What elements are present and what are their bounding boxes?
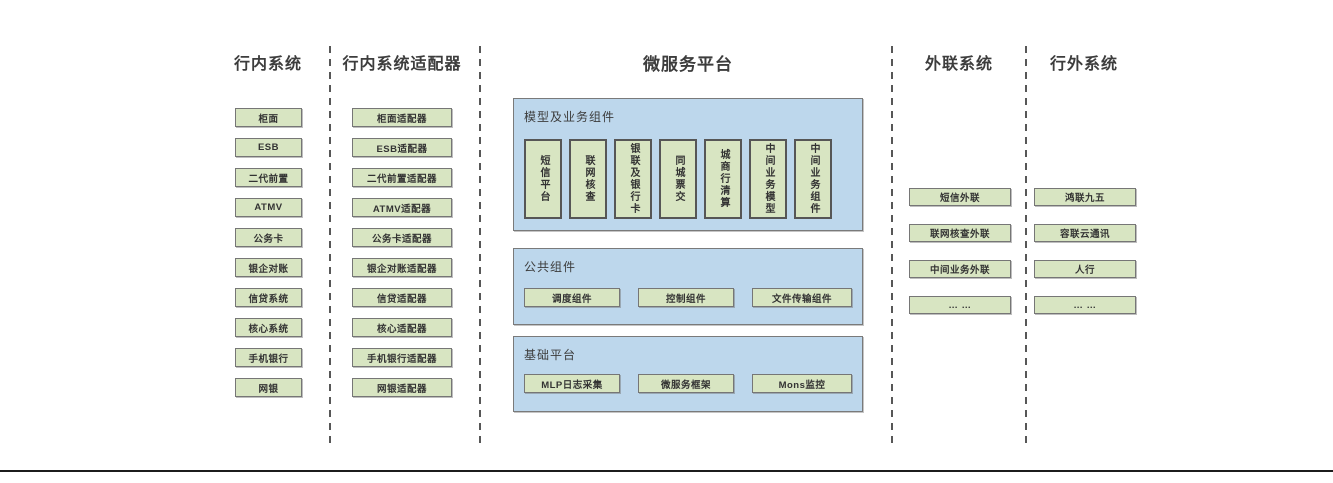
panel-base-platform: 基础平台 MLP日志采集 微服务框架 Mons监控 [513, 336, 863, 412]
external-box: 中间业务外联 [909, 260, 1011, 278]
divider-3 [891, 46, 893, 443]
header-inbank-systems: 行内系统 [233, 56, 302, 73]
external-box: 联网核查外联 [909, 224, 1011, 242]
divider-4 [1025, 46, 1027, 443]
component-box: 短信平台 [524, 139, 562, 219]
outside-box: 鸿联九五 [1034, 188, 1136, 206]
divider-2 [479, 46, 481, 443]
component-box: 中间业务模型 [749, 139, 787, 219]
panel-label: 基础平台 [524, 348, 577, 362]
system-box: 核心系统 [235, 318, 302, 337]
header-outside-systems: 行外系统 [1049, 56, 1118, 73]
base-platform-row: MLP日志采集 微服务框架 Mons监控 [524, 374, 852, 393]
adapter-box: 信贷适配器 [352, 288, 452, 307]
system-box: 公务卡 [235, 228, 302, 247]
panel-label: 公共组件 [524, 260, 577, 274]
adapter-box: 公务卡适配器 [352, 228, 452, 247]
adapter-box: ATMV适配器 [352, 198, 452, 217]
bottom-rule [0, 470, 1333, 472]
component-box: MLP日志采集 [524, 374, 620, 393]
outside-systems-column: 鸿联九五 容联云通讯 人行 … … [1034, 188, 1136, 332]
outside-box: 人行 [1034, 260, 1136, 278]
adapter-box: 二代前置适配器 [352, 168, 452, 187]
component-box: Mons监控 [752, 374, 852, 393]
component-box: 控制组件 [638, 288, 734, 307]
adapter-box: 柜面适配器 [352, 108, 452, 127]
system-box: ESB [235, 138, 302, 157]
inbank-adapters-column: 柜面适配器 ESB适配器 二代前置适配器 ATMV适配器 公务卡适配器 银企对账… [352, 108, 452, 408]
adapter-box: ESB适配器 [352, 138, 452, 157]
adapter-box: 网银适配器 [352, 378, 452, 397]
system-box: 银企对账 [235, 258, 302, 277]
panel-model-business-components: 模型及业务组件 短信平台 联网核查 银联及银行卡 同城票交 城商行清算 中间业务… [513, 98, 863, 231]
component-box: 调度组件 [524, 288, 620, 307]
adapter-box: 核心适配器 [352, 318, 452, 337]
external-box: 短信外联 [909, 188, 1011, 206]
adapter-box: 手机银行适配器 [352, 348, 452, 367]
header-external-systems: 外联系统 [924, 56, 993, 73]
common-components-row: 调度组件 控制组件 文件传输组件 [524, 288, 852, 307]
system-box: 手机银行 [235, 348, 302, 367]
external-systems-column: 短信外联 联网核查外联 中间业务外联 … … [909, 188, 1011, 332]
panel-label: 模型及业务组件 [524, 110, 616, 124]
component-box: 银联及银行卡 [614, 139, 652, 219]
panel-common-components: 公共组件 调度组件 控制组件 文件传输组件 [513, 248, 863, 325]
component-box: 文件传输组件 [752, 288, 852, 307]
system-box: ATMV [235, 198, 302, 217]
adapter-box: 银企对账适配器 [352, 258, 452, 277]
system-box: 信贷系统 [235, 288, 302, 307]
system-box: 网银 [235, 378, 302, 397]
inbank-systems-column: 柜面 ESB 二代前置 ATMV 公务卡 银企对账 信贷系统 核心系统 手机银行… [235, 108, 302, 408]
component-box: 中间业务组件 [794, 139, 832, 219]
divider-1 [329, 46, 331, 443]
header-inbank-adapters: 行内系统适配器 [342, 56, 462, 73]
component-box: 微服务框架 [638, 374, 734, 393]
vertical-components-row: 短信平台 联网核查 银联及银行卡 同城票交 城商行清算 中间业务模型 中间业务组… [524, 139, 832, 219]
system-box: 二代前置 [235, 168, 302, 187]
header-microservice-platform: 微服务平台 [643, 55, 733, 74]
component-box: 城商行清算 [704, 139, 742, 219]
system-box: 柜面 [235, 108, 302, 127]
component-box: 同城票交 [659, 139, 697, 219]
outside-box: 容联云通讯 [1034, 224, 1136, 242]
external-box: … … [909, 296, 1011, 314]
component-box: 联网核查 [569, 139, 607, 219]
outside-box: … … [1034, 296, 1136, 314]
